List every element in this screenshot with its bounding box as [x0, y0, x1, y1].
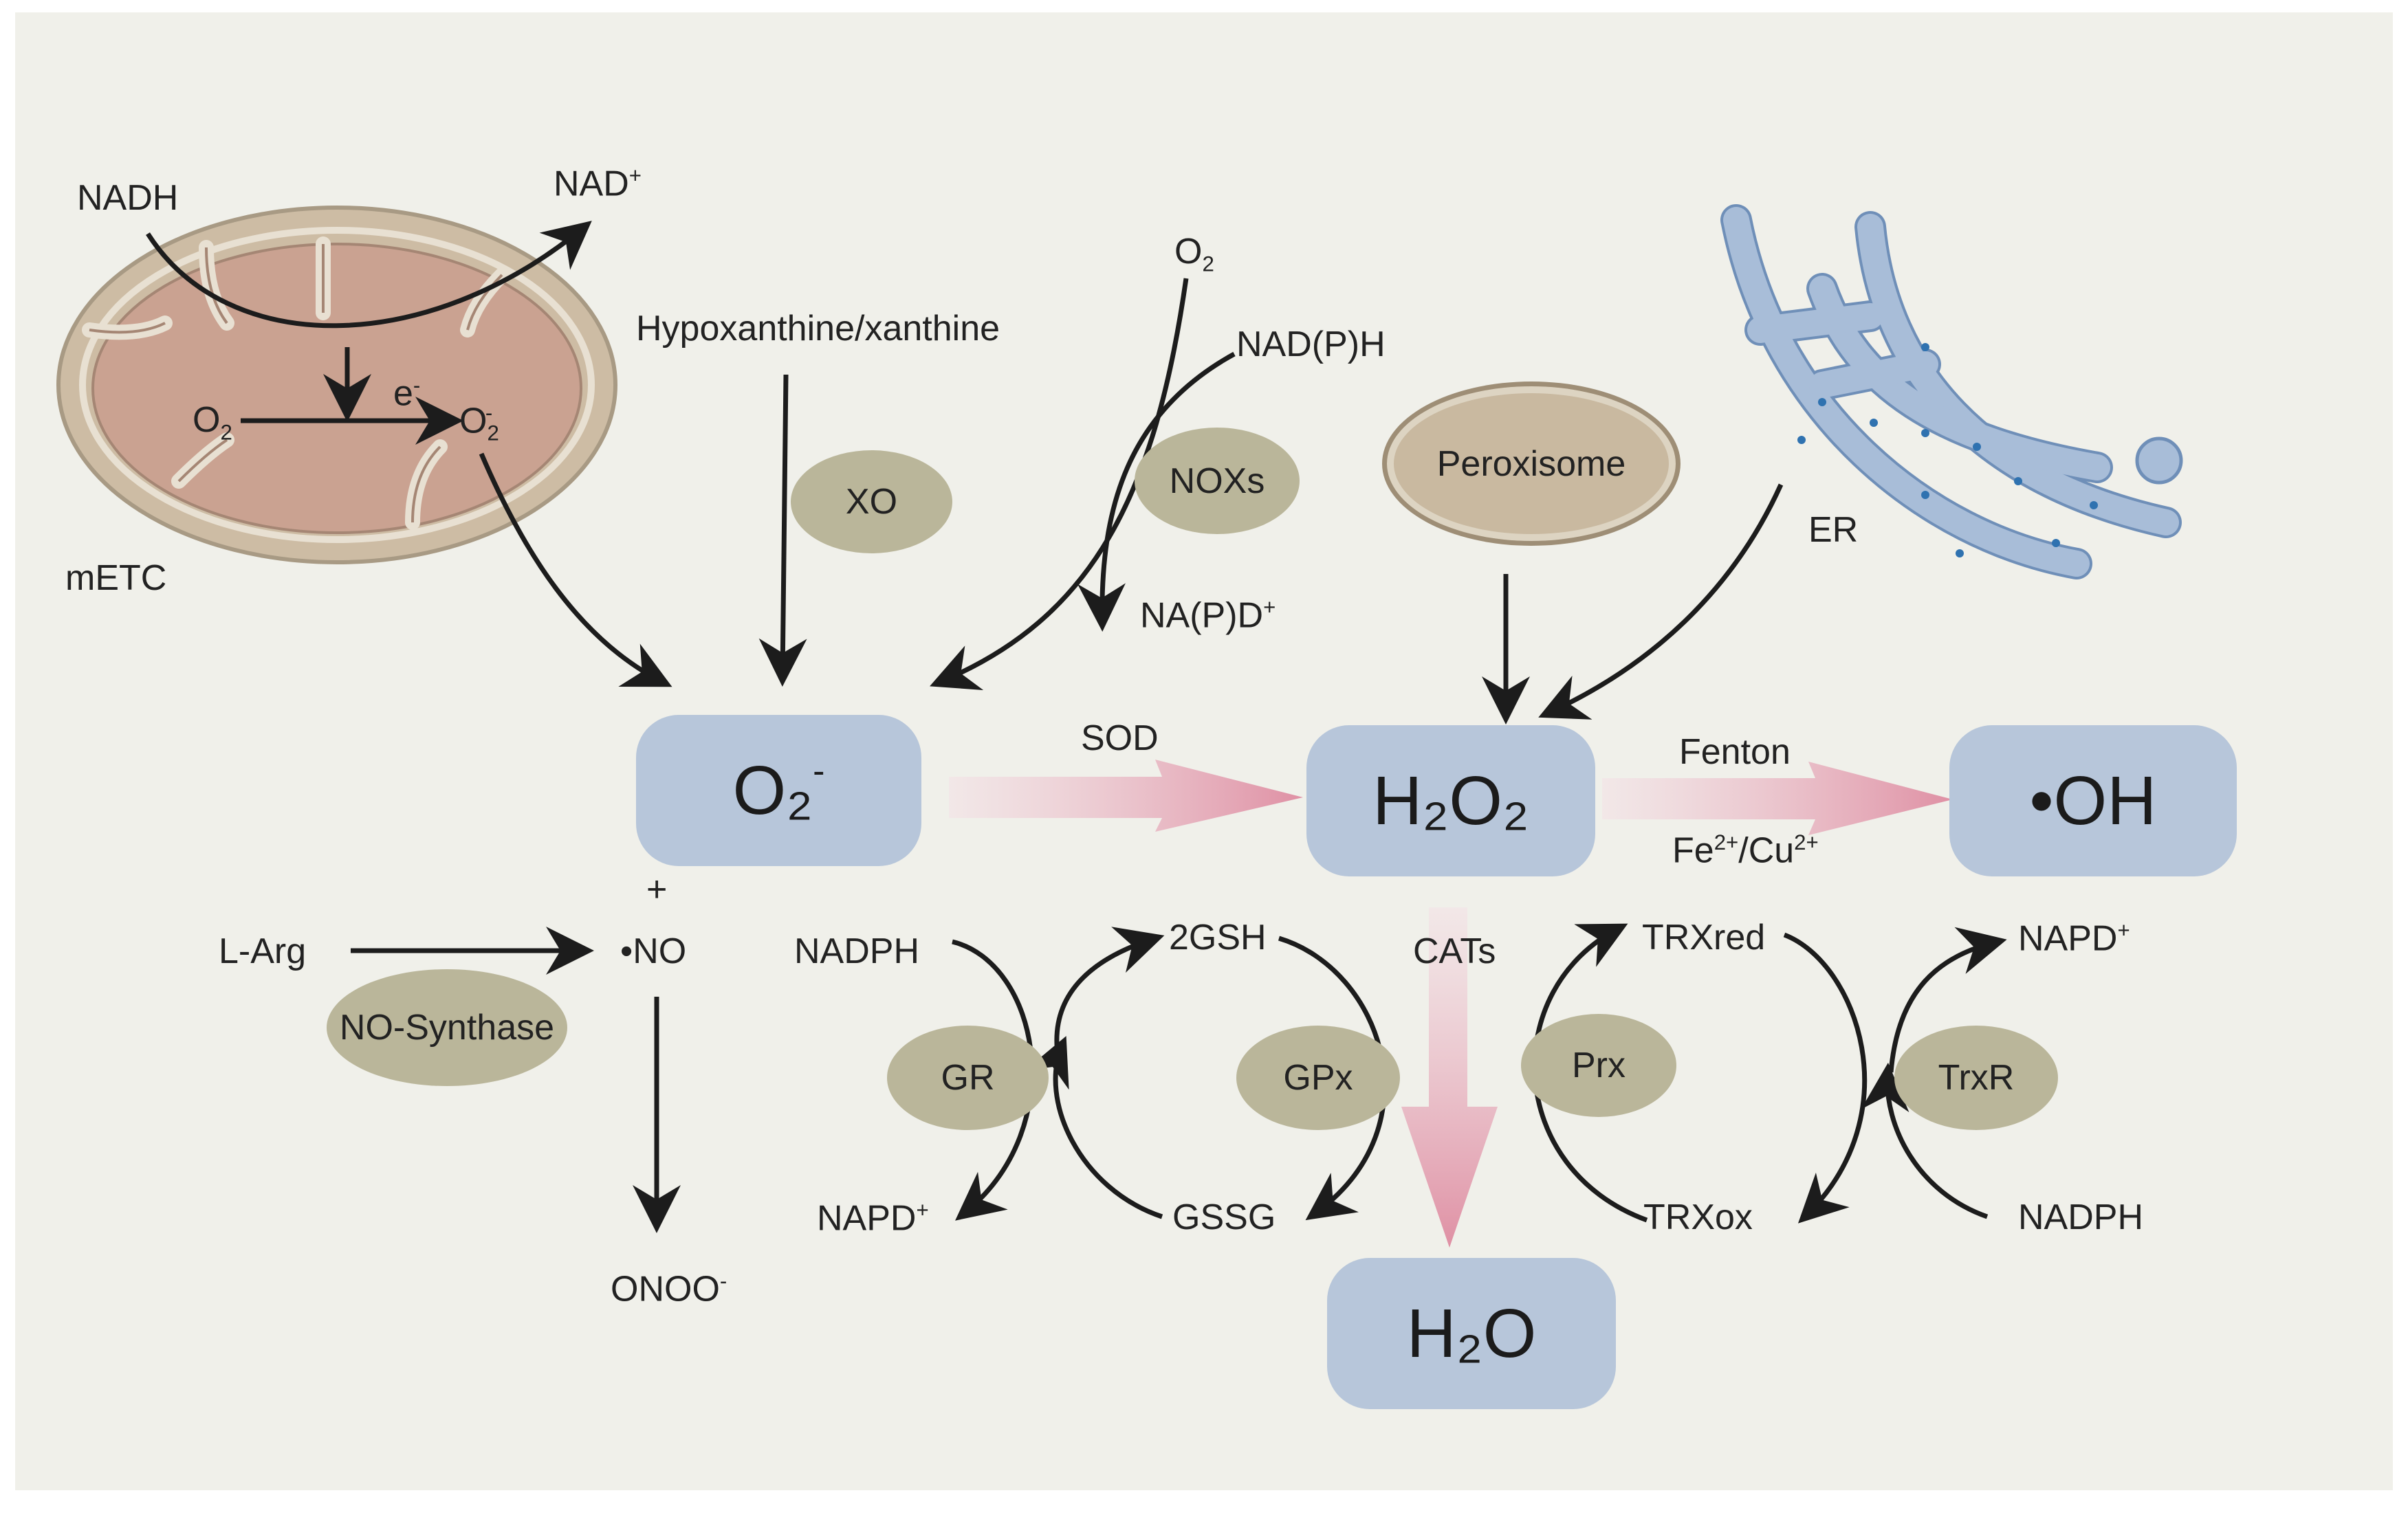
fenton-arrow [1602, 762, 1953, 835]
gssg-label: GSSG [1172, 1197, 1276, 1237]
peroxynitrite-label: ONOO- [611, 1269, 727, 1309]
fenton-label: Fenton [1679, 732, 1791, 772]
mito-o2-label: O2 [193, 400, 232, 445]
gpx-enzyme: GPx [1236, 1026, 1400, 1130]
prx-enzyme: Prx [1521, 1014, 1676, 1117]
gr-nadph-label: NADPH [794, 931, 920, 971]
l-arg-label: L-Arg [219, 931, 307, 971]
nad-plus-label: NAD+ [554, 164, 642, 204]
gsh-label: 2GSH [1169, 918, 1267, 958]
water-box: H₂O [1327, 1258, 1616, 1409]
xo-label: XO [845, 482, 898, 522]
trxr-nadp-label: NAPD+ [2018, 918, 2130, 959]
hydroxyl-radical-box: •OH [1949, 725, 2237, 876]
metc-label: mETC [65, 558, 167, 598]
water-label: H₂O [1406, 1294, 1537, 1372]
trx-red-label: TRXred [1642, 918, 1766, 958]
no-synthase-label: NO-Synthase [339, 1008, 555, 1048]
nox-o2-label: O2 [1174, 232, 1214, 276]
gr-label: GR [941, 1058, 995, 1098]
peroxisome-organelle: Peroxisome [1382, 381, 1681, 546]
fenton-metals-label: Fe2+/Cu2+ [1672, 830, 1819, 871]
nox-enzyme: NOXs [1135, 428, 1300, 534]
peroxisome-label: Peroxisome [1436, 443, 1626, 484]
mito-superoxide-label: O2- [459, 401, 499, 445]
mitochondrion-illustration [56, 206, 617, 564]
plus-sign: + [646, 870, 668, 909]
nadp-nox-label: NA(P)D+ [1140, 595, 1276, 636]
trxr-nadph-label: NADPH [2018, 1197, 2144, 1237]
prx-label: Prx [1572, 1046, 1626, 1085]
trxr-label: TrxR [1938, 1058, 2015, 1098]
hydrogen-peroxide-box: H₂O₂ [1306, 725, 1595, 876]
gpx-label: GPx [1283, 1058, 1353, 1098]
trxr-enzyme: TrxR [1894, 1026, 2058, 1130]
superoxide-label: O₂ [732, 751, 813, 829]
nadph-nox-label: NAD(P)H [1236, 324, 1386, 364]
catalase-arrow [1401, 907, 1498, 1248]
endoplasmic-reticulum-illustration [1720, 204, 2183, 579]
trx-ox-label: TRXox [1643, 1197, 1753, 1237]
sod-label: SOD [1081, 718, 1159, 758]
electron-label: e- [393, 373, 421, 414]
nox-label: NOXs [1169, 461, 1265, 501]
no-synthase-enzyme: NO-Synthase [327, 969, 567, 1086]
superoxide-box: O₂- [636, 715, 921, 866]
er-label: ER [1808, 510, 1859, 550]
hypoxanthine-xanthine-label: Hypoxanthine/xanthine [636, 309, 1000, 349]
catalase-label: CATs [1413, 931, 1496, 971]
sod-arrow [949, 760, 1303, 832]
gr-nadp-label: NAPD+ [817, 1198, 929, 1239]
nadh-label: NADH [77, 178, 179, 218]
gr-enzyme: GR [887, 1026, 1049, 1130]
hydroxyl-radical-label: •OH [2029, 762, 2157, 839]
hydrogen-peroxide-label: H₂O₂ [1372, 762, 1529, 839]
nitric-oxide-label: •NO [620, 931, 687, 971]
xo-enzyme: XO [791, 450, 952, 553]
